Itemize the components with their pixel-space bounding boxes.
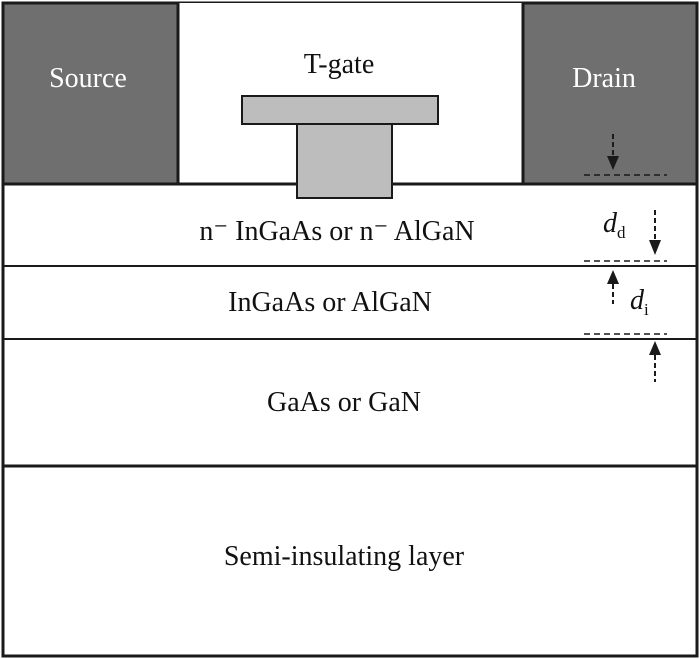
source-label: Source	[49, 63, 127, 94]
t-gate-stem	[296, 123, 393, 199]
di-symbol: d	[630, 285, 645, 316]
buffer-layer-label: GaAs or GaN	[267, 387, 421, 418]
drain-contact	[521, 1, 699, 186]
t-gate-head	[241, 95, 439, 125]
drain-label: Drain	[572, 63, 636, 94]
source-contact	[1, 1, 180, 186]
barrier-layer-label: n⁻ InGaAs or n⁻ AlGaN	[199, 216, 474, 247]
t-gate-label: T-gate	[304, 49, 375, 80]
dd-top-arrow	[607, 134, 619, 170]
dd-subscript: d	[617, 223, 626, 242]
channel-layer-label: InGaAs or AlGaN	[228, 287, 432, 318]
dd-symbol: d	[603, 208, 618, 239]
dd-dimension-label: dd	[603, 208, 626, 242]
di-subscript: i	[644, 300, 649, 319]
di-top-arrow	[607, 270, 619, 304]
di-bottom-arrow	[649, 341, 661, 382]
substrate-layer-label: Semi-insulating layer	[224, 541, 465, 572]
dd-bottom-arrow	[649, 210, 661, 255]
di-dimension-label: di	[630, 285, 649, 319]
